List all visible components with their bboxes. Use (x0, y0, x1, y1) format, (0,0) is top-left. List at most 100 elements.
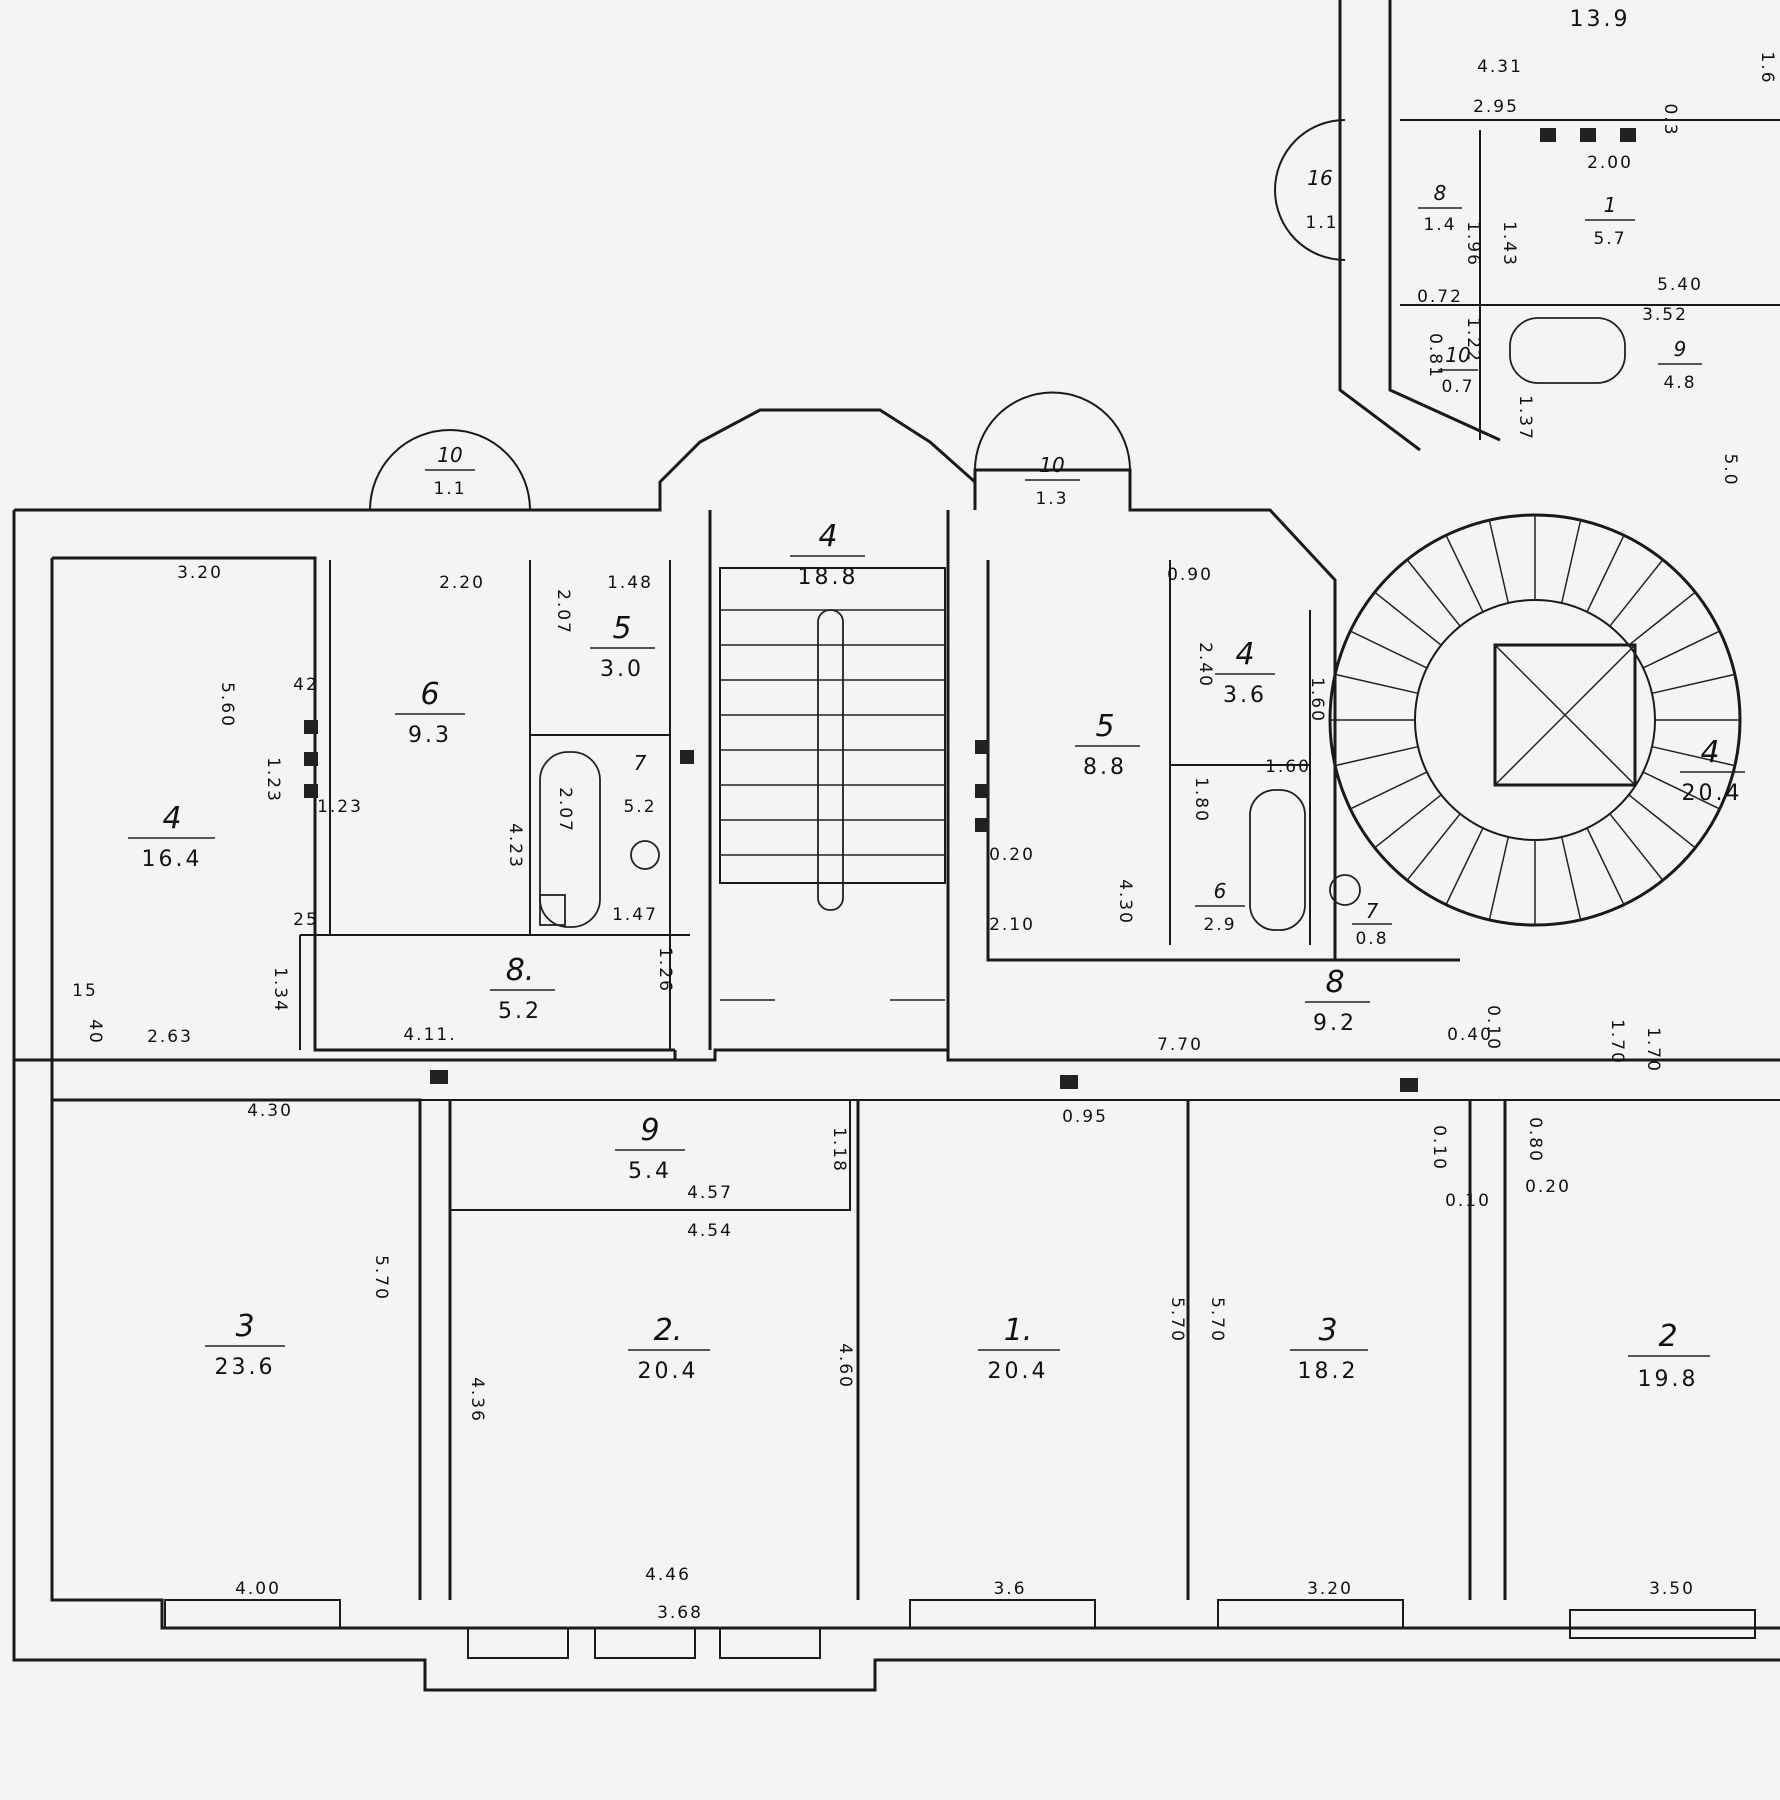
svg-text:20.4: 20.4 (988, 1359, 1049, 1384)
room-spiral-4: 420.4 (1680, 735, 1745, 806)
room-top-9: 94.8 (1658, 337, 1702, 393)
dimension-label: 2.07 (555, 787, 575, 833)
dimension-label: 0.95 (1062, 1107, 1108, 1127)
spiral-step (1651, 673, 1736, 695)
dimension-label: 4.30 (247, 1101, 293, 1121)
svg-text:10: 10 (1039, 453, 1064, 477)
svg-text:4: 4 (1700, 735, 1719, 770)
room-stair-4: 418.8 (790, 519, 865, 590)
svg-text:4.8: 4.8 (1663, 373, 1696, 393)
svg-text:10: 10 (437, 443, 462, 467)
dimension-label: 3.68 (657, 1603, 703, 1623)
dimension-label: 5.60 (217, 682, 237, 728)
dimension-label: 3.20 (177, 563, 223, 583)
svg-text:20.4: 20.4 (638, 1359, 699, 1384)
spiral-step (1586, 827, 1625, 906)
dimension-label: 0.40 (1447, 1025, 1493, 1045)
dimension-label: 1.37 (1515, 395, 1535, 441)
room-mid-4: 43.6 (1215, 637, 1275, 708)
top-right-walls (1274, 0, 1780, 452)
spiral-staircase (1328, 513, 1742, 927)
svg-text:3.6: 3.6 (1223, 683, 1267, 708)
svg-text:1.3: 1.3 (1035, 489, 1068, 509)
spiral-step (1349, 630, 1428, 669)
spiral-step (1586, 534, 1625, 613)
dimension-label: 1.70 (1643, 1027, 1663, 1073)
svg-text:8: 8 (1434, 181, 1447, 205)
room-top-16: 161.1 (1305, 166, 1336, 233)
dimension-label: 1.26 (655, 947, 675, 993)
dimension-label: 5.70 (1167, 1297, 1187, 1343)
spiral-step (1445, 827, 1484, 906)
dimension-label: 1.43 (1499, 221, 1519, 267)
dimension-label: 3.20 (1307, 1579, 1353, 1599)
room-top-10: 100.7 (1438, 343, 1478, 397)
svg-text:6: 6 (420, 677, 439, 712)
dimension-label: 5.40 (1657, 275, 1703, 295)
spiral-step (1609, 559, 1664, 627)
spiral-step (1628, 794, 1696, 849)
dimension-label: 2.00 (1587, 153, 1633, 173)
room-low-3b: 318.2 (1290, 1313, 1368, 1384)
dimension-label: 25 (293, 910, 319, 930)
svg-text:2.: 2. (654, 1313, 683, 1348)
vent-marks (304, 128, 1636, 1092)
svg-text:2: 2 (1658, 1319, 1677, 1354)
dimension-label: 5.0 (1720, 453, 1740, 486)
svg-text:2.9: 2.9 (1203, 915, 1236, 935)
dimension-label: 1.6 (1757, 51, 1777, 84)
spiral-step (1642, 771, 1721, 810)
room-left-6: 69.3 (395, 677, 465, 748)
room-mid-7: 70.8 (1352, 899, 1392, 949)
dimension-label: 1.80 (1191, 777, 1211, 823)
spiral-step (1642, 630, 1721, 669)
svg-text:3: 3 (1318, 1313, 1337, 1348)
spiral-step (1349, 771, 1428, 810)
dimension-label: 1.23 (317, 797, 363, 817)
dimension-label: 0.80 (1525, 1117, 1545, 1163)
dimension-label: 4.11. (403, 1025, 456, 1045)
svg-text:9.2: 9.2 (1313, 1011, 1357, 1036)
dimension-label: 0.81 (1425, 333, 1445, 379)
svg-text:16: 16 (1307, 166, 1332, 190)
svg-text:3: 3 (235, 1309, 254, 1344)
central-staircase (719, 567, 946, 1001)
room-hall-9: 95.4 (615, 1113, 685, 1184)
svg-text:8: 8 (1325, 965, 1344, 1000)
dimension-label: 0.20 (1525, 1177, 1571, 1197)
dimension-label: 0.10 (1445, 1191, 1491, 1211)
dimension-label: 42 (293, 675, 319, 695)
svg-text:0.8: 0.8 (1355, 929, 1388, 949)
svg-text:18.8: 18.8 (798, 565, 859, 590)
dimension-label: 4.31 (1477, 57, 1523, 77)
spiral-step (1560, 836, 1582, 921)
dimension-label: 1.96 (1463, 221, 1483, 267)
dimension-label: 40 (85, 1019, 105, 1045)
room-low-2: 2. 20.4 (628, 1313, 710, 1384)
spiral-step (1445, 534, 1484, 613)
dimension-label: 0.90 (1167, 565, 1213, 585)
dimension-label: 4.00 (235, 1579, 281, 1599)
dimension-label: 4.57 (687, 1183, 733, 1203)
spiral-step (1488, 519, 1510, 604)
spiral-step (1628, 591, 1696, 646)
svg-text:7: 7 (634, 751, 647, 775)
dimension-label: 4.54 (687, 1221, 733, 1241)
spiral-step (1374, 794, 1442, 849)
svg-text:23.6: 23.6 (215, 1355, 276, 1380)
spiral-step (1651, 745, 1736, 767)
dimension-label: 1.70 (1607, 1019, 1627, 1065)
dimension-label: 1.34 (270, 967, 290, 1013)
svg-text:1.4: 1.4 (1423, 215, 1456, 235)
left-apartment-walls (299, 429, 690, 1050)
dimension-label: 4.30 (1115, 879, 1135, 925)
svg-text:1: 1 (1604, 193, 1617, 217)
svg-text:10: 10 (1445, 343, 1470, 367)
spiral-step (1609, 813, 1664, 881)
room-left-7: 75.2 (623, 751, 654, 817)
spiral-step (1406, 559, 1461, 627)
dimension-label: 1.60 (1307, 677, 1327, 723)
dimension-label: 3.52 (1642, 305, 1688, 325)
dimension-label: 0.72 (1417, 287, 1463, 307)
